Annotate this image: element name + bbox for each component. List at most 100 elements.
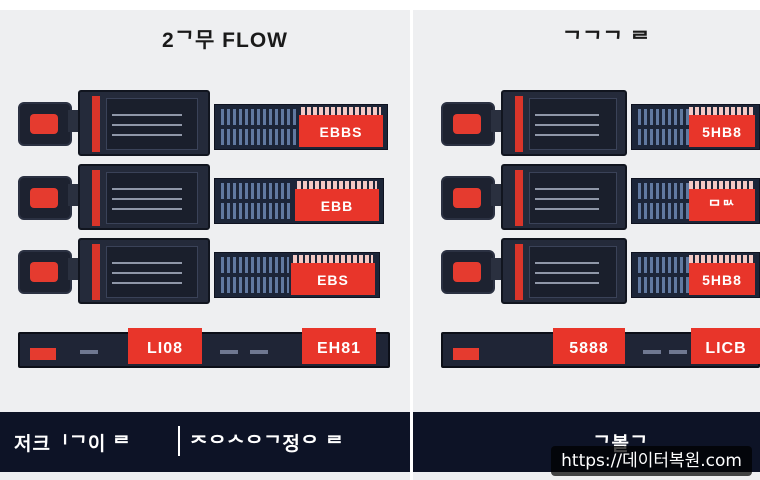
screen-line [112,282,182,284]
screen-line [112,208,182,210]
data-strip: EBBS [214,104,388,150]
red-indicator [453,188,481,208]
bar-dash [220,350,238,354]
screen-line [112,188,182,190]
red-stripe [515,244,523,300]
left-panel-title: 2ᄀ무 FLOW [162,29,288,52]
red-indicator [30,188,58,208]
device-unit: 5HB8 [441,88,760,158]
device-unit: EBS [18,236,388,306]
data-strip: 5HB8 [631,252,760,298]
red-stripe [515,170,523,226]
strip-grid [221,183,293,199]
strip-grid [221,277,289,293]
left-footer-text-a: 저크ᅵᄀ이 ᄅ [14,434,132,455]
screen-line [112,124,182,126]
clamp-block [441,250,495,294]
device-body [501,164,627,230]
red-indicator [30,262,58,282]
bar-label: 5888 [553,328,625,364]
screen-line [535,262,599,264]
tag-header [293,255,373,263]
red-indicator [30,348,56,360]
clamp-block [18,176,72,220]
strip-grid [221,257,289,273]
strip-grid [638,277,689,293]
screen-line [112,114,182,116]
bar-dash [80,350,98,354]
red-indicator [30,114,58,134]
tag-header [297,181,377,189]
strip-grid [221,129,297,145]
strip-grid [638,183,689,199]
strip-tag: EBB [295,189,379,221]
device-unit: EBBS [18,88,388,158]
data-strip: ᄆᄆᄉ [631,178,760,224]
right-panel-title: ᄀᄀᄀ ᄅ [562,29,651,52]
strip-grid [638,129,689,145]
bar-dash [669,350,687,354]
screen-line [535,208,599,210]
clamp-block [441,176,495,220]
strip-tag: EBBS [299,115,383,147]
device-body [78,164,210,230]
strip-tag: ᄆᄆᄉ [689,189,755,221]
bar-dash [643,350,661,354]
device-unit: 5HB8 [441,236,760,306]
tag-header [301,107,381,115]
red-stripe [92,170,100,226]
left-footer: 저크ᅵᄀ이 ᄅ ᄌᄋᄉᄋᄀ정ᄋ ᄅ [0,412,410,472]
bar-dash [250,350,268,354]
strip-tag: 5HB8 [689,263,755,295]
strip-grid [638,257,689,273]
screen-line [112,134,182,136]
red-stripe [515,96,523,152]
tag-header [689,107,753,115]
device-unit: ᄆᄆᄉ [441,162,760,232]
right-panel: ᄀᄀᄀ ᄅ 5HB8 [413,10,760,480]
screen-line [535,282,599,284]
device-body [78,238,210,304]
strip-tag: EBS [291,263,375,295]
red-indicator [453,114,481,134]
strip-tag: 5HB8 [689,115,755,147]
long-bar-device: 5888 LICB [441,328,760,368]
red-indicator [453,262,481,282]
clamp-block [18,250,72,294]
screen-line [535,134,599,136]
data-strip: 5HB8 [631,104,760,150]
left-footer-text-b: ᄌᄋᄉᄋᄀ정ᄋ ᄅ [190,434,345,455]
device-body [501,238,627,304]
red-stripe [92,244,100,300]
tag-header [689,181,753,189]
bar-label: LICB [691,328,760,364]
screen-line [112,272,182,274]
screen-line [535,124,599,126]
red-indicator [453,348,479,360]
left-panel: 2ᄀ무 FLOW EBBS [0,10,410,480]
strip-grid [221,203,293,219]
strip-grid [221,109,297,125]
bar-label: EH81 [302,328,376,364]
screen-line [535,114,599,116]
screen-line [535,188,599,190]
device-body [501,90,627,156]
strip-grid [638,109,689,125]
clamp-block [441,102,495,146]
device-unit: EBB [18,162,388,232]
long-bar-device: LI08 EH81 [18,328,390,368]
screen-line [535,272,599,274]
screen-line [112,198,182,200]
red-stripe [92,96,100,152]
screen-line [112,262,182,264]
screen-line [535,198,599,200]
bar-label: LI08 [128,328,202,364]
clamp-block [18,102,72,146]
data-strip: EBS [214,252,380,298]
strip-grid [638,203,689,219]
tag-header [689,255,753,263]
watermark-url: https://데이터복원.com [551,446,752,476]
footer-divider [178,426,180,456]
data-strip: EBB [214,178,384,224]
device-body [78,90,210,156]
